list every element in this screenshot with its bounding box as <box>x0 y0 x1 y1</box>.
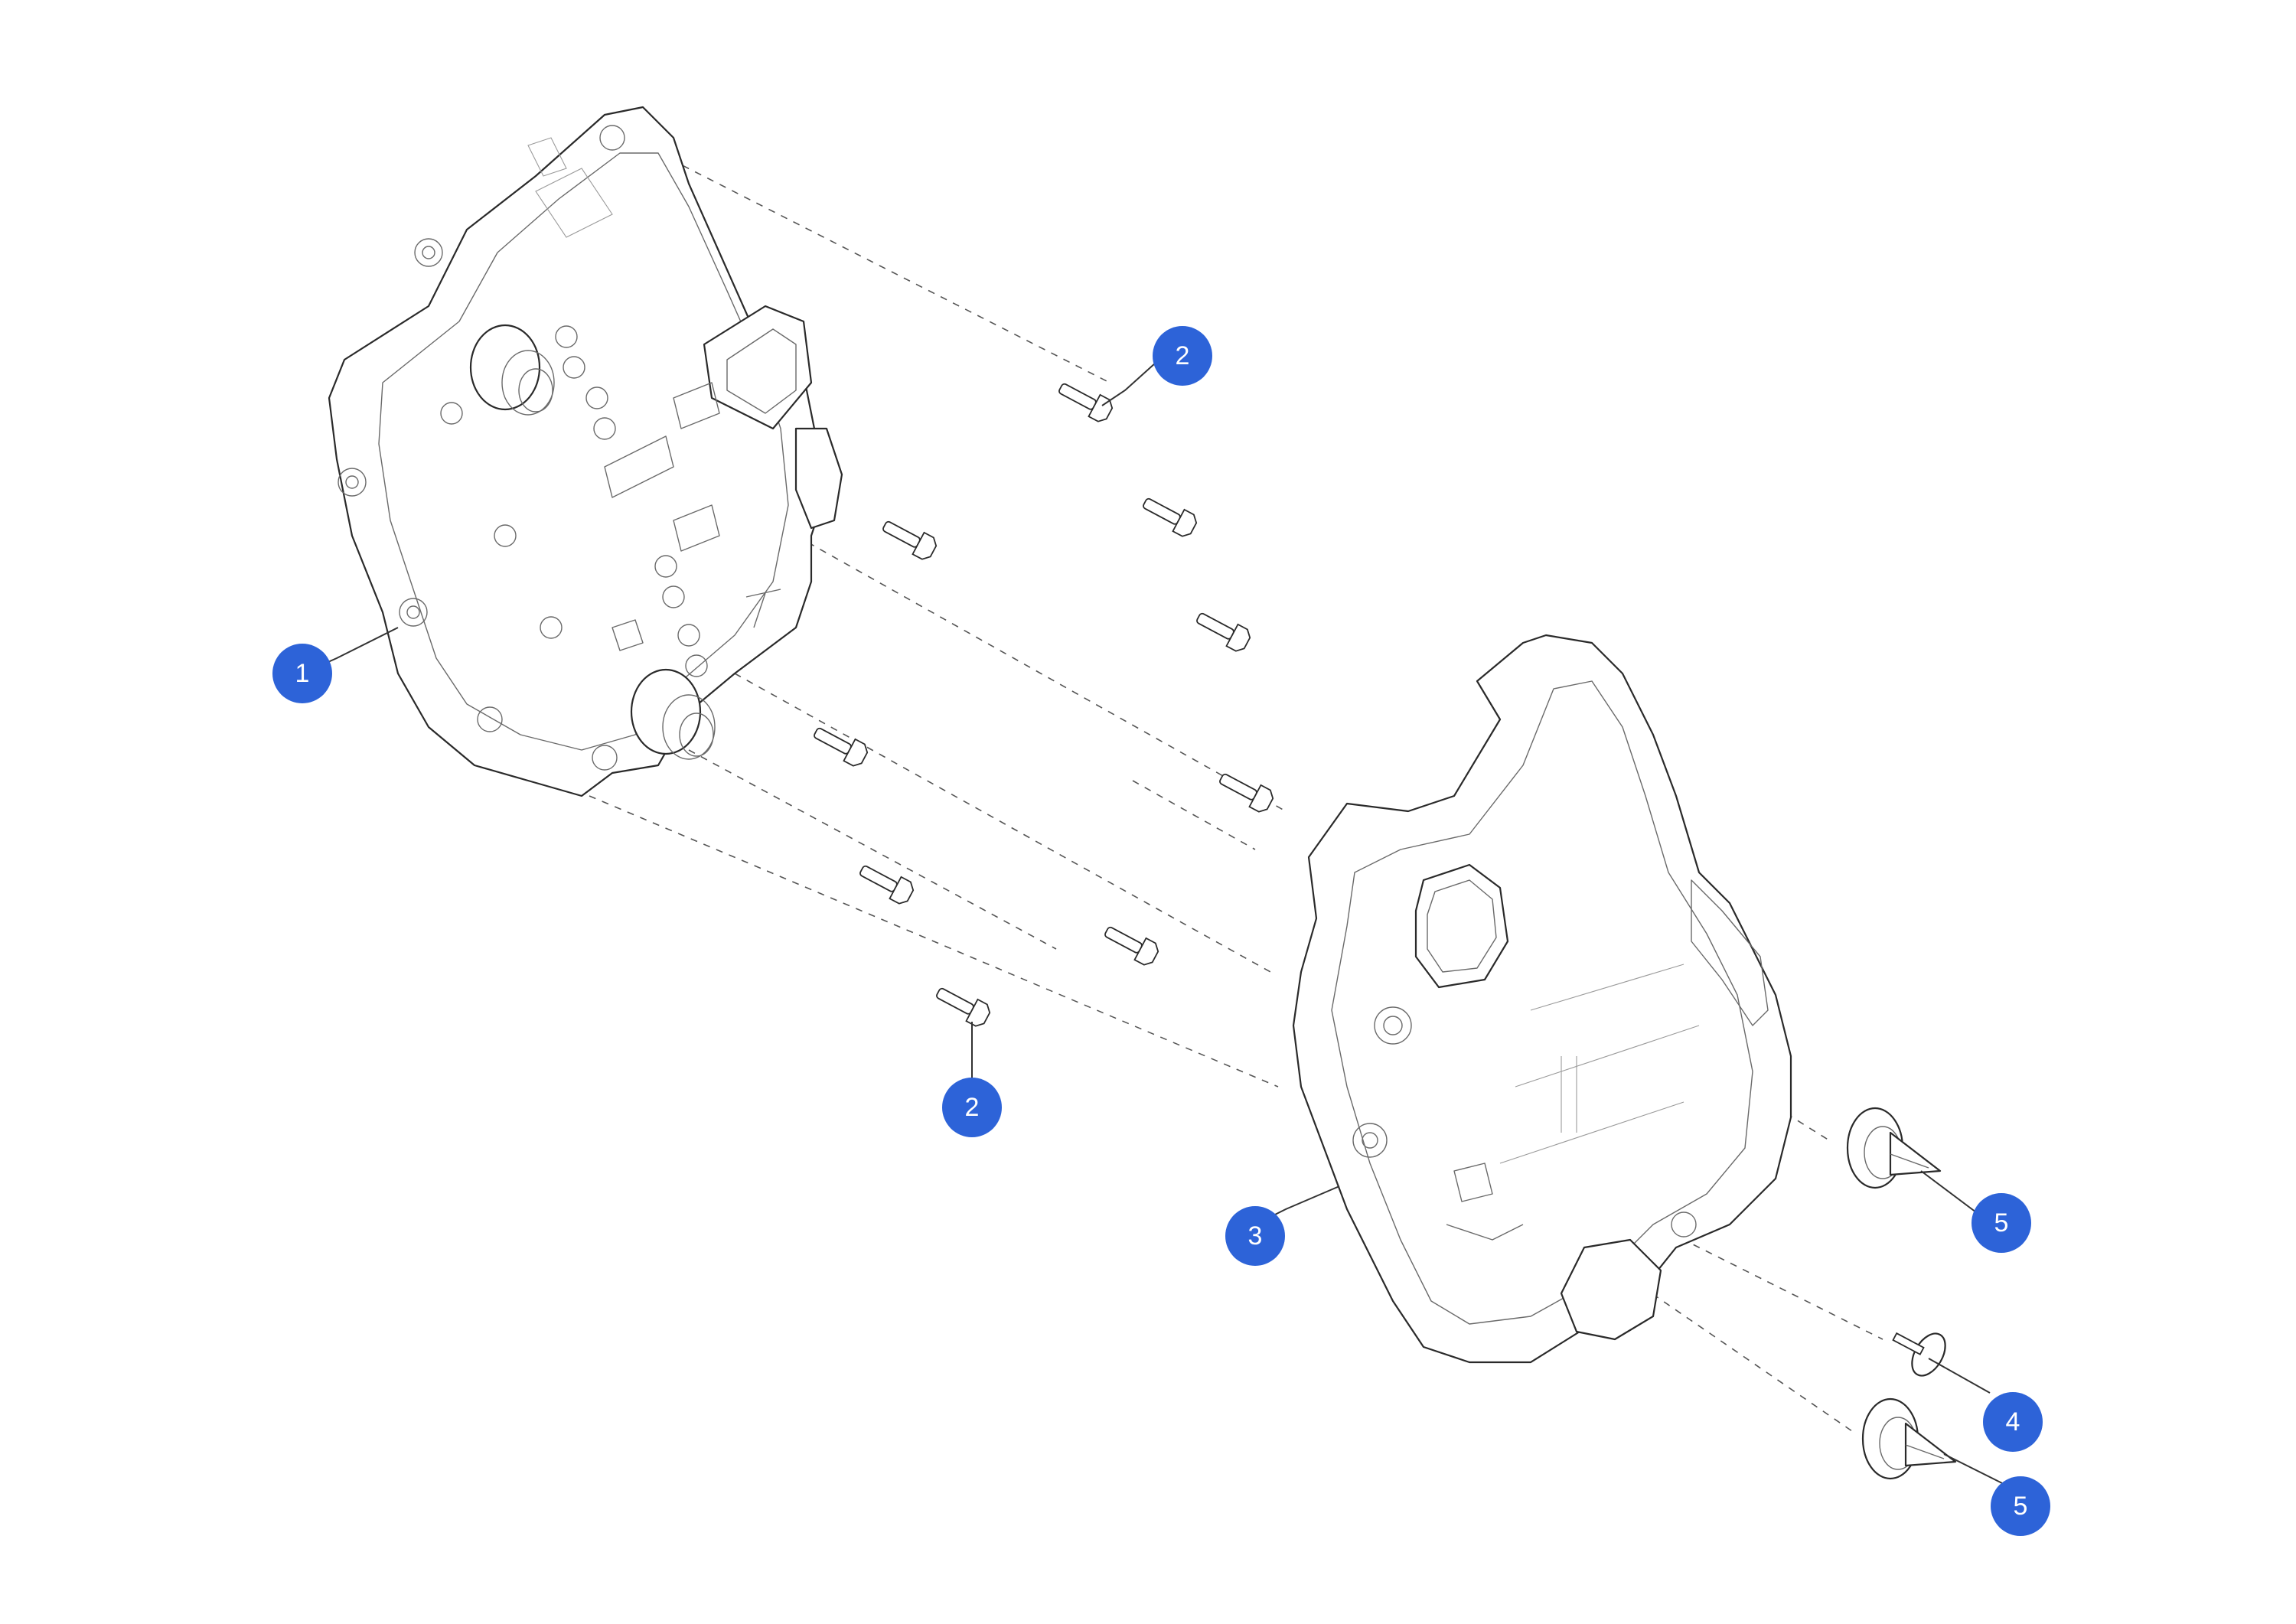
bolt <box>1143 497 1198 537</box>
bolt <box>1196 612 1251 652</box>
bolt <box>882 520 938 560</box>
bolt <box>1058 383 1114 422</box>
callout-label: 2 <box>1176 341 1190 370</box>
screw-plug <box>1892 1332 1946 1377</box>
callout-5-bottom: 5 <box>1991 1476 2050 1536</box>
vent-plug <box>1861 1397 1957 1480</box>
callout-4: 4 <box>1983 1392 2043 1452</box>
callout-label: 1 <box>295 659 310 688</box>
callout-label: 5 <box>2014 1492 2028 1521</box>
bolt <box>859 865 915 905</box>
bolt-group <box>814 383 1274 1027</box>
bolt <box>1104 926 1159 966</box>
housing-cover <box>1292 634 1792 1364</box>
callout-3: 3 <box>1225 1206 1285 1266</box>
bolt <box>814 727 869 767</box>
vent-plug <box>1846 1107 1942 1189</box>
inverter-cover-plate <box>328 106 843 797</box>
callout-label: 2 <box>965 1093 980 1122</box>
callout-label: 4 <box>2006 1407 2020 1436</box>
bolt <box>936 987 991 1027</box>
callout-5-top: 5 <box>1971 1193 2031 1253</box>
callout-2-bottom: 2 <box>942 1078 1002 1137</box>
bolt <box>1219 773 1274 813</box>
callout-2-top: 2 <box>1153 326 1212 386</box>
callout-label: 5 <box>1994 1208 2009 1238</box>
callout-1: 1 <box>272 644 332 703</box>
callout-label: 3 <box>1248 1221 1263 1251</box>
